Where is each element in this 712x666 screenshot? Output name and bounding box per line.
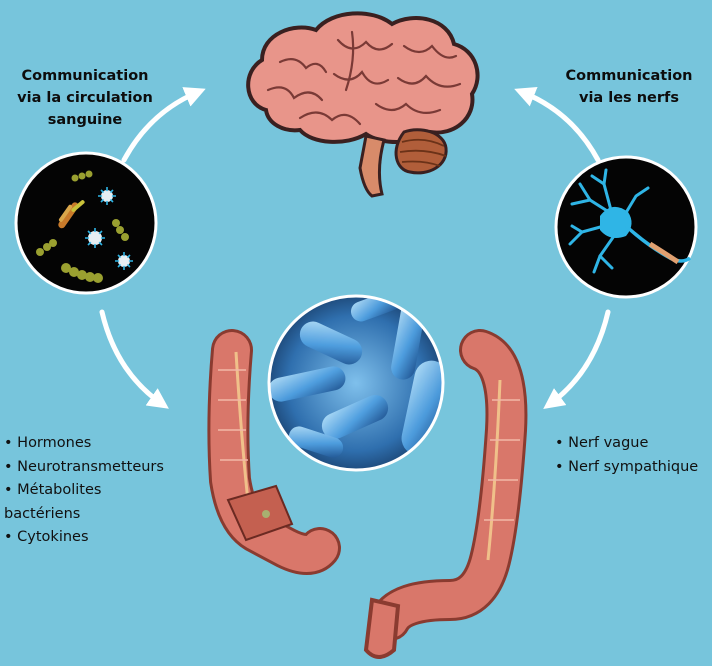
list-item: bactériens [4,503,164,527]
list-item: • Nerf sympathique [555,456,698,480]
list-item: • Métabolites [4,479,164,503]
left-title-line: Communication [2,65,168,87]
list-item: • Neurotransmetteurs [4,456,164,480]
list-item: • Nerf vague [555,432,698,456]
left-title-line: via la circulation [2,87,168,109]
left-list: • Hormones • Neurotransmetteurs • Métabo… [4,432,164,550]
neuron-icon [556,157,696,297]
list-item: • Cytokines [4,526,164,550]
right-title: Communication via les nerfs [546,65,712,109]
right-title-line: via les nerfs [546,87,712,109]
right-list: • Nerf vague • Nerf sympathique [555,432,698,479]
bacteria-closeup-icon [266,288,451,471]
microbes-icon [16,153,156,293]
arrow-right-down [550,312,608,404]
list-item: • Hormones [4,432,164,456]
left-title-line: sanguine [2,109,168,131]
right-title-line: Communication [546,65,712,87]
left-title: Communication via la circulation sanguin… [2,65,168,131]
arrow-left-down [102,312,162,404]
brain-icon [248,13,477,196]
